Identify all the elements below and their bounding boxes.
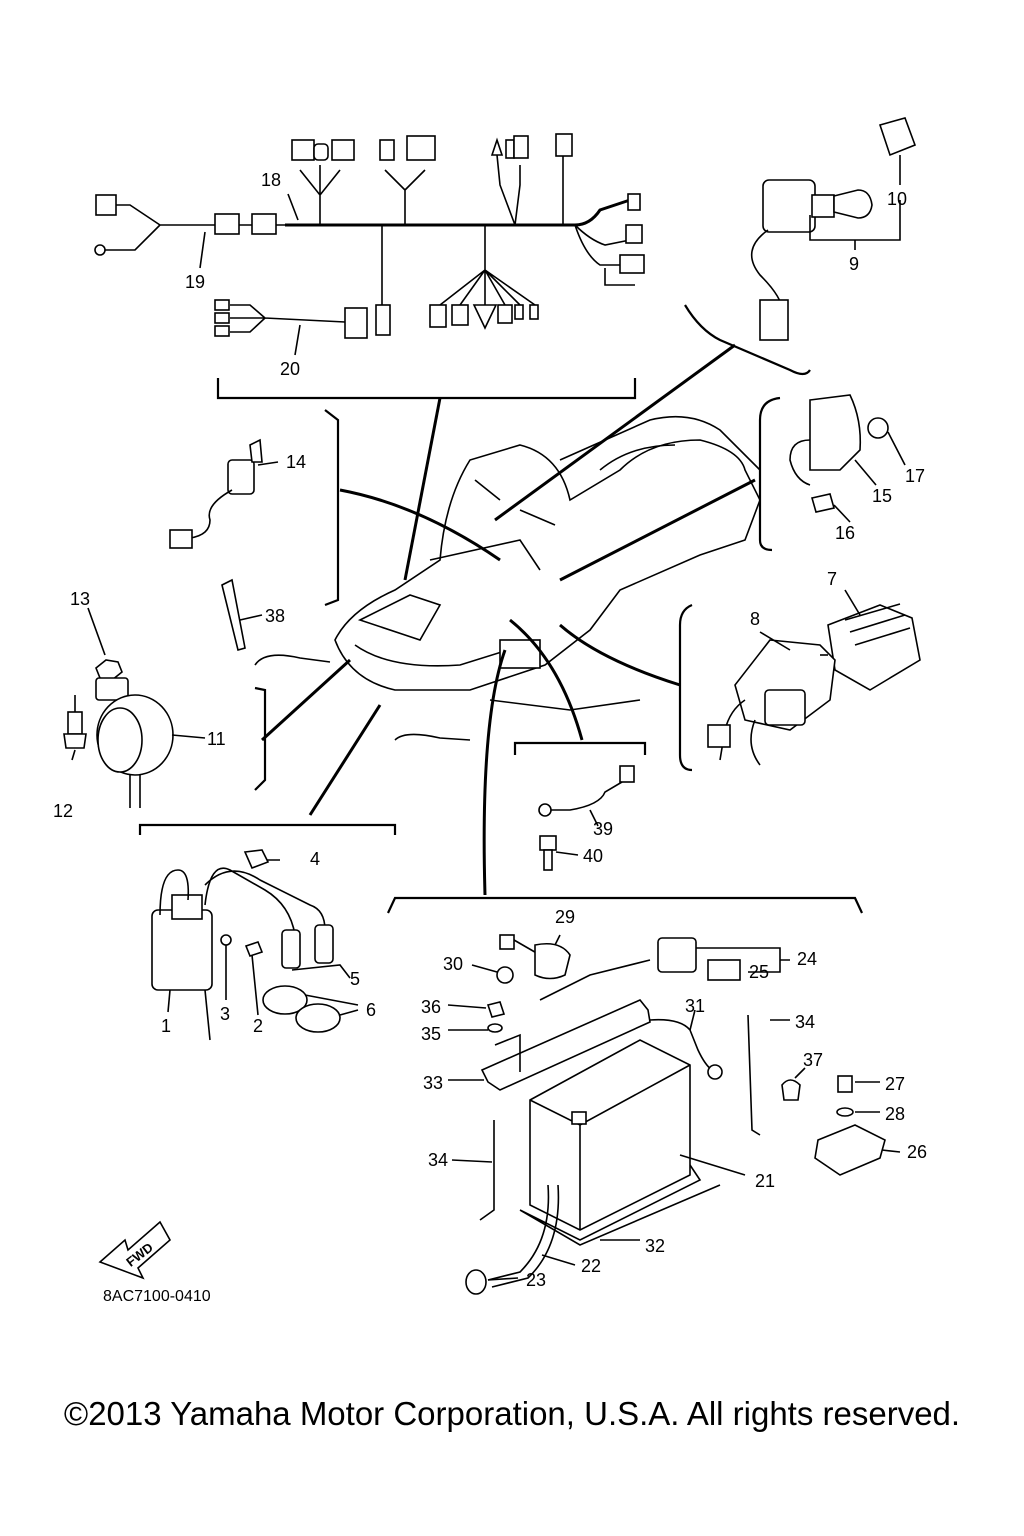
right-parts-group [707, 394, 921, 766]
forward-direction-arrow: FWD [98, 1220, 172, 1280]
callout-36: 36 [421, 997, 441, 1017]
callout-27: 27 [885, 1074, 905, 1094]
callout-8: 8 [750, 609, 760, 629]
callout-39: 39 [593, 819, 613, 839]
callout-32: 32 [645, 1236, 665, 1256]
callout-17: 17 [905, 466, 925, 486]
callout-3: 3 [220, 1004, 230, 1024]
callout-16: 16 [835, 523, 855, 543]
drawing-code: 8AC7100-0410 [103, 1288, 211, 1305]
copyright-notice: ©2013 Yamaha Motor Corporation, U.S.A. A… [63, 1395, 961, 1432]
callout-14: 14 [286, 452, 306, 472]
sensor-group [538, 765, 635, 871]
callout-30: 30 [443, 954, 463, 974]
callout-22: 22 [581, 1256, 601, 1276]
callout-23: 23 [526, 1270, 546, 1290]
callout-15: 15 [872, 486, 892, 506]
callout-28: 28 [885, 1104, 905, 1124]
callout-10: 10 [887, 189, 907, 209]
callout-6: 6 [366, 1000, 376, 1020]
callout-33: 33 [423, 1073, 443, 1093]
callout-9: 9 [849, 254, 859, 274]
callout-12: 12 [53, 801, 73, 821]
callout-29: 29 [555, 907, 575, 927]
callout-21: 21 [755, 1171, 775, 1191]
callout-4: 4 [310, 849, 320, 869]
callout-7: 7 [827, 569, 837, 589]
battery-group [447, 934, 901, 1295]
callout-40: 40 [583, 846, 603, 866]
callout-20: 20 [280, 359, 300, 379]
callout-labels: 1 2 3 4 5 6 7 8 9 10 11 12 13 14 15 16 1… [53, 170, 927, 1290]
callout-31: 31 [685, 996, 705, 1016]
callout-2: 2 [253, 1016, 263, 1036]
callout-24: 24 [797, 949, 817, 969]
callout-34-bottom: 34 [428, 1150, 448, 1170]
callout-37: 37 [803, 1050, 823, 1070]
callout-5: 5 [350, 969, 360, 989]
ignition-coil-group [151, 849, 359, 1041]
snowmobile-body [138, 343, 863, 914]
callout-34-top: 34 [795, 1012, 815, 1032]
wire-harness-group [94, 133, 645, 400]
callout-38: 38 [265, 606, 285, 626]
callout-18: 18 [261, 170, 281, 190]
main-switch-group [684, 117, 917, 376]
callout-1: 1 [161, 1016, 171, 1036]
callout-35: 35 [421, 1024, 441, 1044]
callout-26: 26 [907, 1142, 927, 1162]
callout-25: 25 [749, 962, 769, 982]
left-parts-group [63, 438, 279, 808]
callout-13: 13 [70, 589, 90, 609]
callout-11: 11 [207, 729, 226, 749]
callout-19: 19 [185, 272, 205, 292]
